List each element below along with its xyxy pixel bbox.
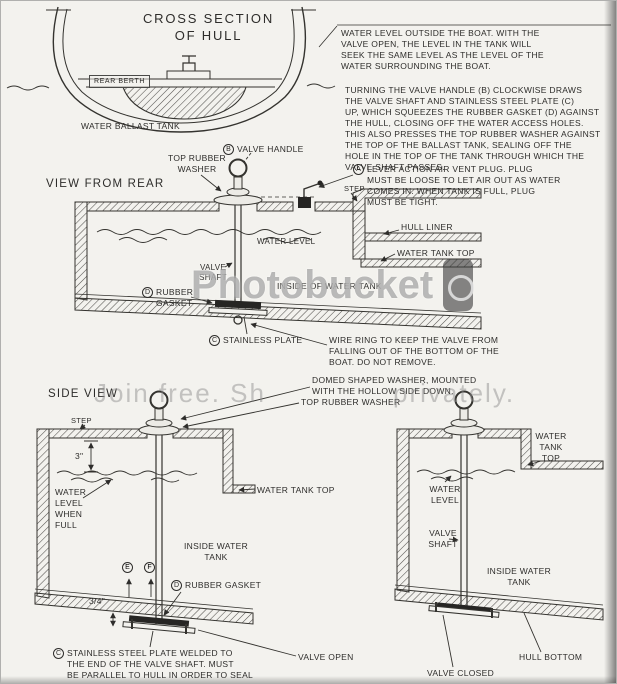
dim-34in-label: 3/4"	[89, 596, 106, 606]
rear-view-drawing	[74, 152, 482, 346]
scan-edge-bottom-shadow	[1, 676, 616, 683]
water-ballast-tank-label: WATER BALLAST TANK	[81, 121, 180, 131]
inside-water-tank-left-label: INSIDE WATER TANK	[183, 541, 249, 563]
valve-closed-label: VALVE CLOSED	[427, 668, 495, 678]
stainless-plate-note-letter-badge: C	[53, 648, 64, 659]
stainless-plate-text: STAINLESS PLATE	[223, 335, 303, 345]
water-tank-top-left-label: WATER TANK TOP	[257, 485, 335, 495]
rubber-gasket-letter-badge: D	[142, 287, 153, 298]
valve-shaft-right-label: VALVE SHAFT	[428, 528, 458, 550]
side-view-title: SIDE VIEW	[48, 388, 119, 400]
air-vent-note: A LEVER ACTION AIR VENT PLUG. PLUG MUST …	[353, 164, 561, 208]
domed-washer-note: DOMED SHAPED WASHER, MOUNTED WITH THE HO…	[312, 375, 477, 397]
hole-e-badge: E	[122, 562, 133, 573]
stainless-plate-note: C STAINLESS STEEL PLATE WELDED TO THE EN…	[53, 648, 253, 681]
rubber-gasket-label: D RUBBER GASKET	[142, 287, 193, 309]
valve-open-label: VALVE OPEN	[298, 652, 354, 662]
wire-ring-note: WIRE RING TO KEEP THE VALVE FROM FALLING…	[329, 335, 500, 368]
water-level-label: WATER LEVEL	[257, 237, 316, 246]
rear-view-title: VIEW FROM REAR	[46, 178, 165, 190]
step-label-rear: STEP	[344, 184, 365, 193]
air-vent-letter-badge: A	[353, 164, 364, 175]
valve-handle-text: VALVE HANDLE	[237, 144, 304, 154]
top-rubber-washer-side-label: TOP RUBBER WASHER	[301, 397, 401, 407]
inside-water-tank-right-label: INSIDE WATER TANK	[486, 566, 552, 588]
stainless-plate-letter-badge: C	[209, 335, 220, 346]
inside-of-water-tank-label: INSIDE OF WATER TANK	[277, 281, 382, 291]
cross-section-title: CROSS SECTION OF HULL	[142, 11, 275, 43]
air-vent-note-text: LEVER ACTION AIR VENT PLUG. PLUG MUST BE…	[367, 164, 561, 208]
rubber-gasket-side-label: D RUBBER GASKET	[171, 580, 261, 591]
rubber-gasket-side-letter-badge: D	[171, 580, 182, 591]
water-level-note: WATER LEVEL OUTSIDE THE BOAT. WITH THE V…	[341, 28, 544, 72]
hull-liner-label: HULL LINER	[401, 222, 453, 232]
dim-3in-label: 3"	[75, 451, 84, 461]
valve-handle-label: B VALVE HANDLE	[223, 144, 304, 155]
stainless-plate-note-text: STAINLESS STEEL PLATE WELDED TO THE END …	[67, 648, 253, 680]
valve-operation-note: TURNING THE VALVE HANDLE (B) CLOCKWISE D…	[345, 85, 601, 173]
water-level-right-label: WATER LEVEL	[429, 484, 461, 506]
water-level-when-full-label: WATER LEVEL WHEN FULL	[55, 487, 87, 531]
valve-handle-letter-badge: B	[223, 144, 234, 155]
step-label-side: STEP	[71, 416, 92, 425]
hull-bottom-label: HULL BOTTOM	[519, 652, 583, 662]
top-rubber-washer-label: TOP RUBBER WASHER	[168, 153, 226, 175]
water-tank-top-label: WATER TANK TOP	[397, 248, 475, 258]
scan-edge-right-shadow	[604, 1, 616, 683]
water-tank-top-right-label: WATER TANK TOP	[535, 431, 567, 464]
rear-berth-label: REAR BERTH	[89, 75, 150, 89]
side-view-open-drawing	[34, 386, 311, 657]
rubber-gasket-side-text: RUBBER GASKET	[185, 580, 262, 590]
side-view-closed-drawing	[394, 390, 604, 668]
stainless-plate-label: C STAINLESS PLATE	[209, 335, 302, 346]
valve-shaft-label: VALVE SHAFT	[199, 263, 227, 283]
hole-f-badge: F	[144, 562, 155, 573]
rubber-gasket-text: RUBBER GASKET	[156, 287, 194, 309]
